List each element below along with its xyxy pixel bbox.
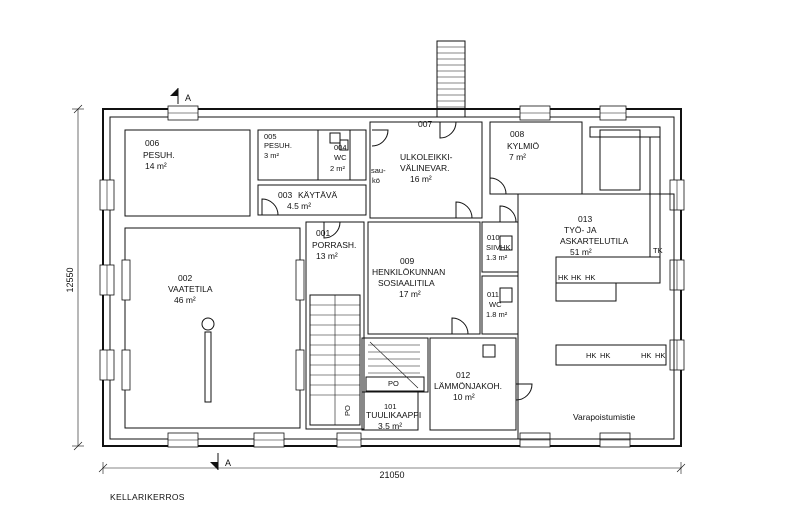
- svg-text:3.5 m²: 3.5 m²: [378, 421, 402, 431]
- pillar: [201, 317, 215, 403]
- room-004: 004 WC 2 m²: [330, 143, 347, 173]
- workroom-fixtures: [555, 126, 667, 366]
- room-001: 001 PORRASH. 13 m²: [312, 228, 356, 261]
- room-013: 013 TYÖ- JA ASKARTELUTILA 51 m²: [560, 214, 629, 257]
- svg-text:013: 013: [578, 214, 592, 224]
- svg-text:TUULIKAAPPI: TUULIKAAPPI: [366, 410, 421, 420]
- svg-text:001: 001: [316, 228, 330, 238]
- svg-text:14 m²: 14 m²: [145, 161, 167, 171]
- svg-text:WC: WC: [334, 153, 347, 162]
- section-mark-top: A: [170, 88, 191, 104]
- svg-text:HK: HK: [558, 273, 568, 282]
- section-mark-label-top: A: [185, 93, 191, 103]
- stair-hall-steps: [309, 294, 361, 426]
- svg-text:PESUH.: PESUH.: [143, 150, 175, 160]
- width-dimension: 21050: [379, 470, 404, 480]
- svg-text:2 m²: 2 m²: [330, 164, 346, 173]
- fixture-labels: TK HK HK HK HK HK HK HK PO PO Varapoistu…: [343, 246, 665, 422]
- svg-text:PO: PO: [343, 405, 352, 416]
- svg-text:WC: WC: [489, 300, 502, 309]
- svg-text:005: 005: [264, 132, 277, 141]
- svg-text:kö: kö: [372, 176, 380, 185]
- room-003: 003 KÄYTÄVÄ 4.5 m²: [278, 190, 338, 211]
- section-mark-bottom: A: [210, 453, 231, 470]
- outer-windows: [99, 105, 685, 448]
- door-swings: [261, 121, 533, 401]
- room-011: 011 WC 1.8 m²: [486, 290, 508, 319]
- svg-text:VÄLINEVAR.: VÄLINEVAR.: [400, 163, 449, 173]
- svg-text:17 m²: 17 m²: [399, 289, 421, 299]
- svg-text:PORRASH.: PORRASH.: [312, 240, 356, 250]
- room-002: 002 VAATETILA 46 m²: [168, 273, 213, 305]
- dimension-horizontal: 21050: [98, 462, 686, 480]
- svg-text:TYÖ- JA: TYÖ- JA: [564, 225, 597, 235]
- entry-stairs: [365, 341, 425, 392]
- room-006: 006 PESUH. 14 m²: [143, 138, 175, 171]
- svg-text:1.8 m²: 1.8 m²: [486, 310, 508, 319]
- svg-text:4.5 m²: 4.5 m²: [287, 201, 311, 211]
- room-008: 008 KYLMIÖ 7 m²: [507, 129, 540, 162]
- svg-text:LÄMMÖNJAKOH.: LÄMMÖNJAKOH.: [434, 381, 502, 391]
- room-010: 010 SIIVHK. 1.3 m²: [486, 233, 513, 262]
- svg-text:KÄYTÄVÄ: KÄYTÄVÄ: [298, 190, 338, 200]
- svg-text:PESUH.: PESUH.: [264, 141, 292, 150]
- drawing-title: KELLARIKERROS: [110, 492, 185, 502]
- svg-text:TK: TK: [653, 246, 663, 255]
- svg-text:16 m²: 16 m²: [410, 174, 432, 184]
- svg-text:010: 010: [487, 233, 500, 242]
- svg-text:101: 101: [384, 402, 397, 411]
- svg-text:10 m²: 10 m²: [453, 392, 475, 402]
- svg-text:006: 006: [145, 138, 159, 148]
- room-007: 007 ULKOLEIKKI- VÄLINEVAR. 16 m² sau- kö: [371, 119, 453, 185]
- interior-walls: [124, 121, 675, 440]
- svg-text:PO: PO: [388, 379, 399, 388]
- svg-text:1.3 m²: 1.3 m²: [486, 253, 508, 262]
- svg-text:SIIVHK.: SIIVHK.: [486, 243, 513, 252]
- room-002-windows: [121, 259, 305, 391]
- svg-text:HENKILÖKUNNAN: HENKILÖKUNNAN: [372, 267, 445, 277]
- svg-text:HK: HK: [585, 273, 595, 282]
- svg-text:HK: HK: [655, 351, 665, 360]
- emergency-exit-label: Varapoistumistie: [573, 412, 635, 422]
- svg-text:13 m²: 13 m²: [316, 251, 338, 261]
- svg-text:KYLMIÖ: KYLMIÖ: [507, 141, 540, 151]
- svg-text:007: 007: [418, 119, 432, 129]
- room-005: 005 PESUH. 3 m²: [264, 132, 292, 160]
- dimension-vertical: 12550: [65, 104, 84, 451]
- svg-text:003: 003: [278, 190, 292, 200]
- svg-text:sau-: sau-: [371, 166, 386, 175]
- room-101: 101 TUULIKAAPPI 3.5 m²: [366, 402, 421, 431]
- svg-text:VAATETILA: VAATETILA: [168, 284, 213, 294]
- svg-text:008: 008: [510, 129, 524, 139]
- height-dimension: 12550: [65, 267, 75, 292]
- sanitary-fixtures: [329, 132, 513, 358]
- svg-text:51 m²: 51 m²: [570, 247, 592, 257]
- svg-text:46 m²: 46 m²: [174, 295, 196, 305]
- room-009: 009 HENKILÖKUNNAN SOSIAALITILA 17 m²: [372, 256, 445, 299]
- svg-text:HK: HK: [641, 351, 651, 360]
- svg-text:HK: HK: [571, 273, 581, 282]
- svg-text:002: 002: [178, 273, 192, 283]
- svg-text:3 m²: 3 m²: [264, 151, 280, 160]
- svg-text:004: 004: [334, 143, 347, 152]
- svg-text:009: 009: [400, 256, 414, 266]
- svg-text:7 m²: 7 m²: [509, 152, 526, 162]
- svg-text:SOSIAALITILA: SOSIAALITILA: [378, 278, 435, 288]
- room-012: 012 LÄMMÖNJAKOH. 10 m²: [434, 370, 502, 402]
- svg-text:ULKOLEIKKI-: ULKOLEIKKI-: [400, 152, 453, 162]
- svg-text:012: 012: [456, 370, 470, 380]
- exterior-stairs: [436, 40, 466, 118]
- section-mark-label-bottom: A: [225, 458, 231, 468]
- svg-text:HK: HK: [586, 351, 596, 360]
- svg-text:HK: HK: [600, 351, 610, 360]
- svg-text:ASKARTELUTILA: ASKARTELUTILA: [560, 236, 629, 246]
- svg-text:011: 011: [487, 290, 499, 299]
